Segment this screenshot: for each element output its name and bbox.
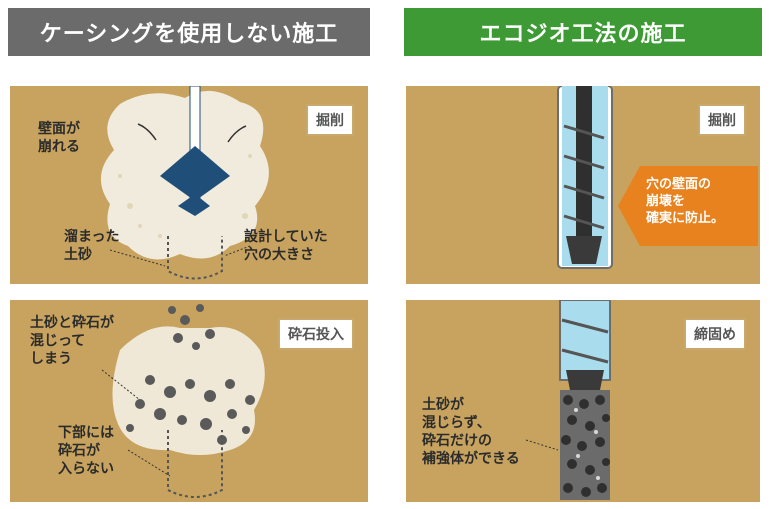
panel-excavation-ecogeo: 掘削 穴の壁面の 崩壊を 確実に防止。: [404, 84, 762, 286]
callout-wall-protection: 穴の壁面の 崩壊を 確実に防止。: [646, 177, 725, 226]
header-without-casing: ケーシングを使用しない施工: [8, 8, 370, 56]
label-pure-stone-column: 土砂が 混じらず、 砕石だけの 補強体ができる: [422, 397, 520, 467]
tag-compaction: 締固め: [684, 318, 746, 350]
label-accumulated-sand: 溜まった 土砂: [64, 229, 120, 263]
tag-crushed-stone-input: 砕石投入: [278, 318, 354, 350]
label-no-stone-bottom: 下部には 砕石が 入らない: [58, 425, 114, 477]
panel-excavation-no-casing: 掘削 壁面が 崩れる 溜まった 土砂 設計していた 穴の大きさ: [8, 84, 370, 286]
callout-arrow-shape: [618, 166, 758, 246]
excavation-collapse-illustration: [100, 86, 269, 280]
label-designed-hole-size: 設計していた 穴の大きさ: [244, 229, 328, 263]
label-sand-stone-mix: 土砂と砕石が 混じって しまう: [30, 315, 114, 367]
casing-excavation-illustration: [557, 86, 613, 269]
header-ecogeo-method: エコジオ工法の施工: [404, 8, 762, 56]
tag-excavation: 掘削: [306, 104, 354, 136]
compaction-illustration: [525, 300, 611, 500]
label-wall-collapse: 壁面が 崩れる: [38, 121, 80, 155]
panel-crushed-stone-no-casing: 砕石投入 土砂と砕石が 混じって しまう 下部には 砕石が 入らない: [8, 298, 370, 504]
tag-excavation-ecogeo: 掘削: [698, 104, 746, 136]
crushed-stone-mixing-illustration: [101, 304, 265, 498]
panel-compaction-ecogeo: 締固め 土砂が 混じらず、 砕石だけの 補強体ができる: [404, 298, 762, 504]
